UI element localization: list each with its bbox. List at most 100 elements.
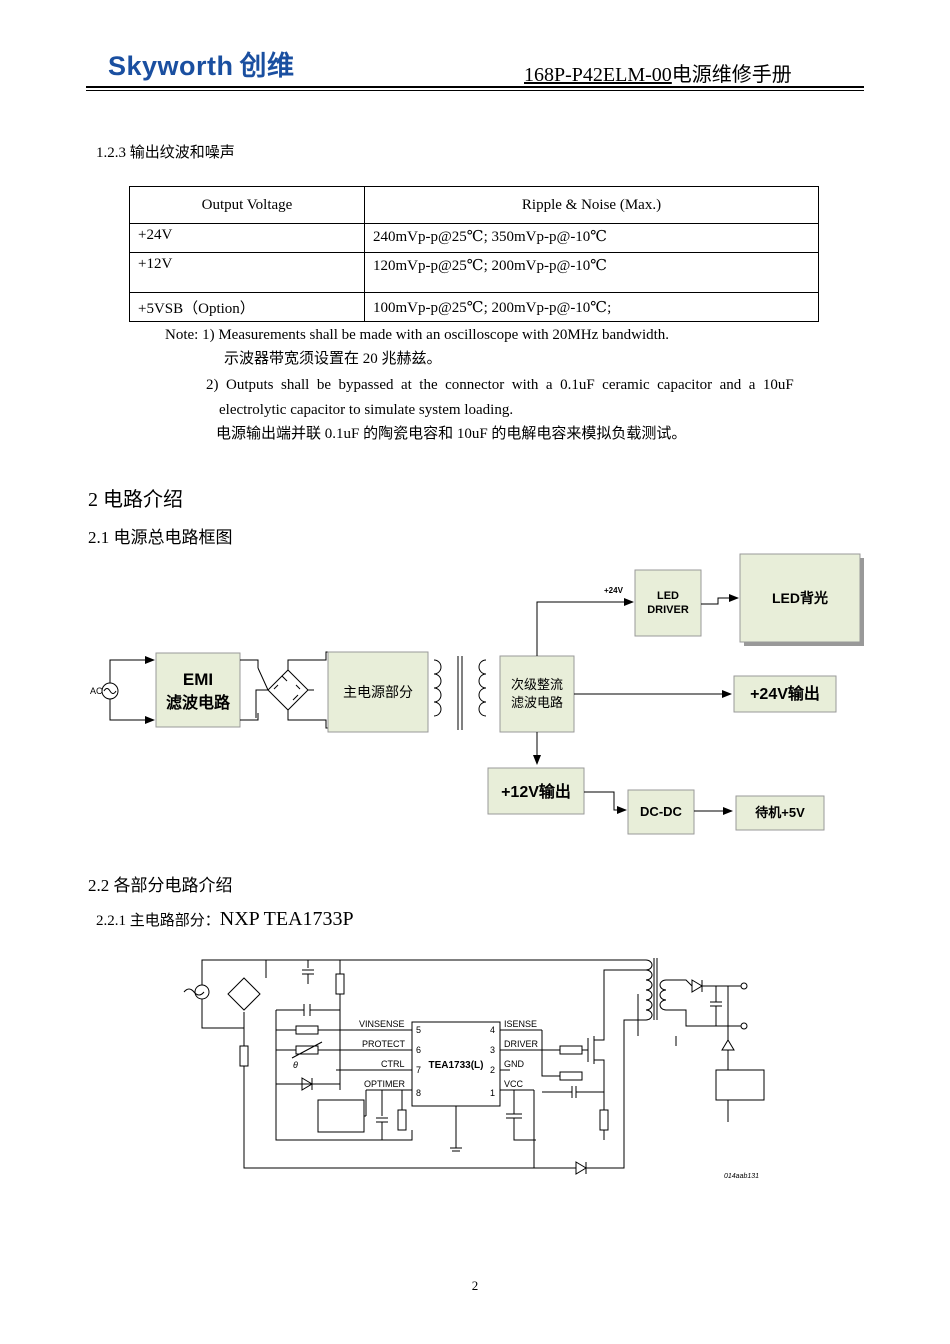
ac-source-circle (194, 984, 210, 1000)
ac-wave-icon (103, 688, 117, 694)
section-heading-1-2-3: 1.2.3 输出纹波和噪声 (96, 145, 235, 161)
optocoupler-icon (317, 1099, 365, 1133)
output-12v-block: +12V输出 (487, 767, 585, 815)
output-12v-label: +12V输出 (501, 782, 571, 801)
note-1-cn: 示波器带宽须设置在 20 兆赫兹。 (224, 351, 442, 367)
logo-text-cn: 创维 (239, 51, 295, 81)
transformer-primary-icon (645, 959, 653, 1001)
figure-id-label: 014aab131 (724, 1173, 759, 1180)
pin-number: 4 (490, 1025, 495, 1035)
led-backlight-label: LED背光 (772, 590, 828, 606)
resistor-icon (559, 1045, 583, 1055)
resistor-icon (335, 973, 345, 995)
ripple-noise-table: Output Voltage Ripple & Noise (Max.) +24… (129, 186, 819, 322)
note-2-cn: 电源输出端并联 0.1uF 的陶瓷电容和 10uF 的电解电容来模拟负载测试。 (216, 426, 687, 442)
document-code: 168P-P42ELM-00 (524, 64, 672, 86)
pin-label-driver: DRIVER (504, 1039, 539, 1049)
resistor-icon (239, 1045, 249, 1067)
pin-label-isense: ISENSE (504, 1019, 537, 1029)
table-cell: +12V (129, 252, 365, 293)
secondary-label-2: 滤波电路 (511, 695, 563, 710)
table-cell: 240mVp-p@25℃; 350mVp-p@-10℃ (364, 223, 819, 253)
standby-5v-block: 待机+5V (735, 795, 825, 831)
zener-diode-icon (721, 1039, 735, 1051)
pin-label-vinsense: VINSENSE (359, 1019, 405, 1029)
page-number: 2 (471, 1278, 479, 1293)
table-cell: +24V (129, 223, 365, 253)
led-backlight-block: LED背光 (739, 553, 864, 646)
pin-label-optimer: OPTIMER (364, 1079, 406, 1089)
output-24v-label: +24V输出 (750, 684, 820, 703)
power-block-diagram: AC EMI 滤波电路 主电源部分 次级整流 滤波电路 + (90, 553, 864, 835)
transformer-icon (433, 656, 487, 730)
ac-source-icon (183, 988, 205, 996)
emi-filter-block: EMI 滤波电路 (155, 652, 241, 728)
table-header-output-voltage: Output Voltage (129, 186, 365, 224)
table-header-row: Output Voltage Ripple & Noise (Max.) (129, 186, 819, 224)
emi-label-cn: 滤波电路 (166, 693, 231, 712)
ac-label: AC (90, 686, 103, 696)
document-title-text: 电源维修手册 (671, 64, 792, 86)
logo-text-en: Skyworth (108, 51, 234, 81)
pin-label-ctrl: CTRL (381, 1059, 405, 1069)
standby-5v-label: 待机+5V (754, 805, 805, 820)
pin-label-protect: PROTECT (362, 1039, 406, 1049)
section-2-2-1-prefix: 2.2.1 主电路部分： (96, 913, 220, 929)
section-2-2-1-part: NXP TEA1733P (219, 908, 354, 930)
led-driver-block: LED DRIVER (634, 569, 702, 637)
tea1733-schematic: VINSENSE PROTECT CTRL OPTIMER 5 6 7 8 4 … (183, 958, 765, 1180)
document-title: 168P-P42ELM-00电源维修手册 (524, 58, 792, 87)
theta-label: θ (293, 1060, 298, 1070)
secondary-label-1: 次级整流 (511, 677, 563, 692)
arrow-to-dcdc (584, 791, 627, 814)
pin-label-vcc: VCC (504, 1079, 524, 1089)
dcdc-label: DC-DC (640, 804, 682, 819)
resistor-icon (599, 1109, 609, 1131)
resistor-icon (397, 1109, 407, 1131)
table-row: +12V 120mVp-p@25℃; 200mVp-p@-10℃ (129, 252, 819, 293)
resistor-icon (559, 1071, 583, 1081)
dcdc-block: DC-DC (627, 789, 695, 835)
note-2: 2) Outputs shall be bypassed at the conn… (206, 377, 794, 393)
note-2-cont: electrolytic capacitor to simulate syste… (219, 402, 514, 418)
pin-label-gnd: GND (504, 1059, 525, 1069)
chip-label: TEA1733(L) (428, 1060, 483, 1071)
table-cell: 100mVp-p@25℃; 200mVp-p@-10℃; (364, 292, 819, 322)
main-power-block: 主电源部分 (327, 651, 429, 733)
led-driver-label-2: DRIVER (647, 604, 689, 616)
section-heading-2-2: 2.2 各部分电路介绍 (88, 876, 233, 895)
plus24v-small-label: +24V (604, 586, 624, 595)
pin-number: 8 (416, 1088, 421, 1098)
bridge-rectifier-icon (240, 651, 328, 729)
ac-line-bottom (109, 699, 155, 724)
header-rule (86, 86, 864, 88)
main-power-label: 主电源部分 (343, 684, 413, 700)
transformer-secondary-icon (659, 979, 667, 1011)
note-1: Note: 1) Measurements shall be made with… (165, 327, 670, 343)
arrow-to-led-backlight (701, 594, 739, 605)
pin-number: 1 (490, 1088, 495, 1098)
ac-line-top (109, 656, 155, 683)
section-heading-2: 2 电路介绍 (88, 489, 183, 511)
pin-number: 6 (416, 1045, 421, 1055)
table-cell: 120mVp-p@25℃; 200mVp-p@-10℃ (364, 252, 819, 293)
pin-number: 2 (490, 1065, 495, 1075)
section-heading-2-1: 2.1 电源总电路框图 (88, 528, 233, 547)
pin-number: 7 (416, 1065, 421, 1075)
emi-label: EMI (183, 670, 213, 689)
diode-icon (575, 1161, 587, 1175)
diode-icon (691, 979, 703, 993)
pin-number: 5 (416, 1025, 421, 1035)
table-row: +5VSB（Option） 100mVp-p@25℃; 200mVp-p@-10… (129, 292, 819, 322)
output-24v-block: +24V输出 (733, 675, 837, 713)
table-cell: +5VSB（Option） (129, 292, 365, 322)
optocoupler-icon (715, 1069, 765, 1101)
bridge-rectifier-icon (227, 977, 261, 1011)
table-row: +24V 240mVp-p@25℃; 350mVp-p@-10℃ (129, 223, 819, 253)
table-header-ripple-noise: Ripple & Noise (Max.) (364, 186, 819, 224)
led-driver-label-1: LED (657, 590, 679, 602)
resistor-icon (295, 1025, 319, 1035)
secondary-rectifier-block: 次级整流 滤波电路 (499, 655, 575, 733)
pin-number: 3 (490, 1045, 495, 1055)
